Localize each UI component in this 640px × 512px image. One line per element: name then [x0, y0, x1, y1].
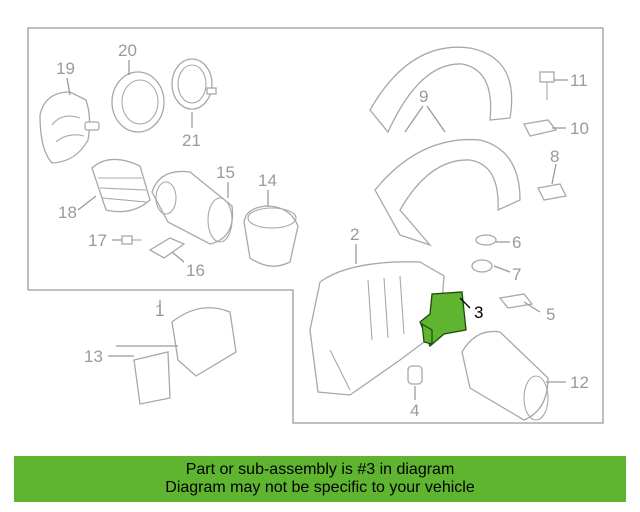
part-12-filter — [461, 330, 549, 421]
callout-9: 9 — [419, 87, 428, 106]
callout-3: 3 — [474, 303, 483, 322]
part-2-airbox — [309, 261, 445, 396]
callout-13: 13 — [84, 347, 103, 366]
callout-19: 19 — [56, 59, 75, 78]
callout-18: 18 — [58, 203, 77, 222]
callout-14: 14 — [258, 171, 277, 190]
part-16-sensor — [148, 237, 186, 259]
part-5-clip — [498, 293, 534, 309]
callout-16: 16 — [186, 261, 205, 280]
diagram-frame — [27, 27, 604, 424]
callout-17: 17 — [88, 231, 107, 250]
callout-labels: 19 20 21 18 15 14 17 16 9 11 10 8 6 7 5 … — [56, 41, 589, 420]
callout-11: 11 — [570, 71, 588, 90]
part-7-grommet — [471, 259, 493, 273]
callout-1: 1 — [155, 301, 164, 320]
info-banner: Part or sub-assembly is #3 in diagram Di… — [14, 456, 626, 502]
leader-lines — [66, 60, 568, 400]
banner-line-1: Part or sub-assembly is #3 in diagram — [185, 461, 455, 478]
callout-6: 6 — [512, 233, 521, 252]
callout-20: 20 — [118, 41, 137, 60]
part-4-grommet — [407, 365, 423, 385]
part-19-elbow — [39, 91, 100, 164]
part-14-canister — [243, 205, 299, 267]
callout-4: 4 — [410, 401, 419, 420]
callout-5: 5 — [546, 305, 555, 324]
part-13-duct — [133, 307, 237, 405]
callout-12: 12 — [570, 373, 589, 392]
part-18-boot — [91, 158, 151, 213]
part-11-bolt — [539, 71, 555, 100]
callout-2: 2 — [350, 225, 359, 244]
callout-10: 10 — [570, 119, 589, 138]
callout-7: 7 — [512, 265, 521, 284]
part-15-meter — [151, 170, 234, 245]
part-21-clamp — [171, 58, 217, 110]
part-9-shroud — [369, 46, 521, 247]
banner-line-2: Diagram may not be specific to your vehi… — [165, 479, 475, 496]
callout-15: 15 — [216, 163, 235, 182]
part-17-bolt — [121, 235, 142, 245]
callout-8: 8 — [550, 147, 559, 166]
part-8-clip — [537, 183, 567, 201]
parts-diagram: 19 20 21 18 15 14 17 16 9 11 10 8 6 7 5 … — [27, 27, 604, 424]
part-3-bracket-highlight — [419, 291, 467, 348]
callout-21: 21 — [182, 131, 201, 150]
part-20-ring — [111, 71, 165, 133]
part-10-clip — [523, 119, 558, 137]
part-6-grommet — [475, 234, 497, 246]
